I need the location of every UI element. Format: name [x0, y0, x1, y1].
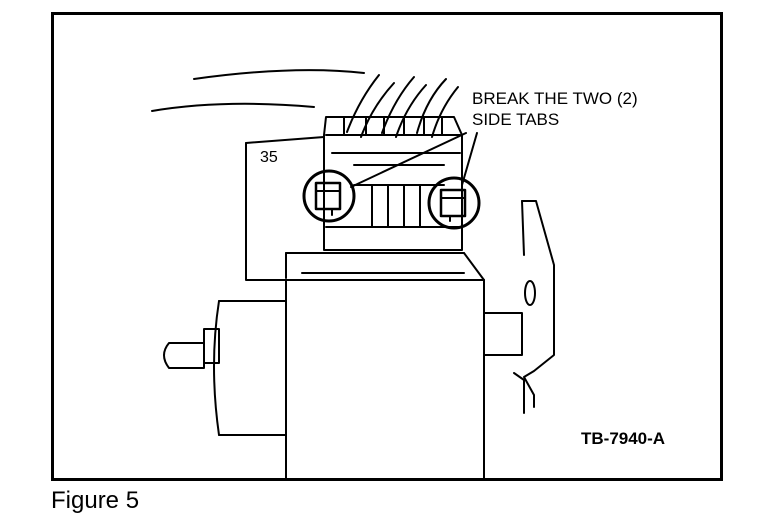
side-tab-right — [427, 176, 481, 230]
wiring-connector — [323, 116, 463, 251]
connector-illustration — [151, 69, 555, 478]
callout-leaders — [350, 132, 478, 188]
housing-panel — [245, 136, 325, 281]
background-body-outline — [151, 69, 365, 112]
callout-text-line2: SIDE TABS — [472, 110, 560, 129]
side-tab-left — [302, 169, 356, 223]
main-housing — [285, 252, 485, 478]
callout-text-line1: BREAK THE TWO (2) — [472, 89, 638, 108]
figure-caption: Figure 5 — [51, 487, 140, 514]
part-reference-number: 35 — [260, 149, 278, 166]
shaft-assembly — [163, 300, 287, 436]
mounting-bracket — [483, 200, 555, 414]
drawing-code: TB-7940-A — [581, 429, 666, 448]
figure-frame: BREAK THE TWO (2) SIDE TABS 35 TB-7940-A — [51, 12, 723, 481]
